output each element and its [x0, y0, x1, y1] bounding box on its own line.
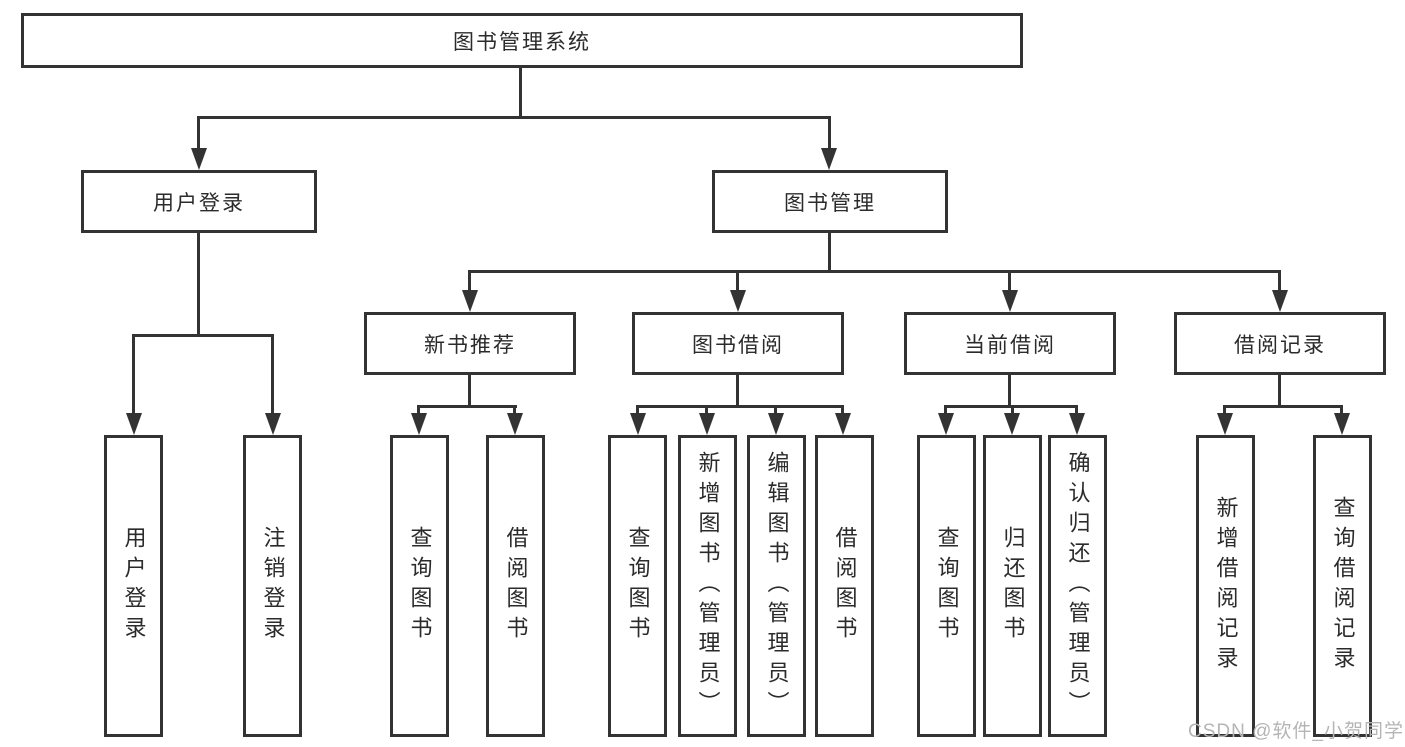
connector-line	[705, 405, 708, 417]
arrow-down-icon	[1069, 413, 1085, 435]
leaf-records-query: 查询借阅记录	[1313, 435, 1372, 737]
arrow-down-icon	[630, 413, 646, 435]
connector-line	[828, 233, 831, 273]
node-book-borrow: 图书借阅	[632, 312, 844, 375]
node-label: 借阅记录	[1234, 333, 1326, 357]
leaf-borrow-add-admin: 新增图书（管理员）	[678, 435, 737, 737]
connector-line	[1011, 405, 1014, 417]
arrow-down-icon	[191, 148, 207, 170]
watermark: CSDN @软件_小贺同学	[1188, 721, 1404, 742]
connector-line	[1278, 375, 1281, 408]
connector-line	[417, 405, 517, 408]
leaf-label: 借阅图书	[503, 526, 529, 646]
leaf-records-add: 新增借阅记录	[1196, 435, 1255, 737]
connector-line	[271, 334, 274, 414]
arrow-down-icon	[1334, 413, 1350, 435]
arrow-down-icon	[126, 413, 142, 435]
leaf-label: 查询图书	[934, 526, 960, 646]
connector-line	[197, 233, 200, 336]
leaf-label: 新增借阅记录	[1213, 496, 1239, 676]
connector-line	[1075, 405, 1078, 417]
arrow-down-icon	[507, 413, 523, 435]
connector-line	[828, 116, 831, 150]
connector-line	[132, 334, 274, 337]
connector-line	[736, 375, 739, 408]
connector-line	[468, 270, 471, 292]
leaf-label: 确认归还（管理员）	[1065, 451, 1091, 721]
connector-line	[1223, 405, 1226, 417]
node-label: 新书推荐	[424, 333, 516, 357]
leaf-borrow-borrow: 借阅图书	[815, 435, 874, 737]
connector-line	[1008, 270, 1011, 292]
arrow-down-icon	[1004, 413, 1020, 435]
arrow-down-icon	[730, 290, 746, 312]
connector-line	[197, 116, 831, 119]
node-borrow-records: 借阅记录	[1174, 312, 1386, 375]
leaf-logout: 注销登录	[243, 435, 302, 737]
node-label: 当前借阅	[964, 333, 1056, 357]
node-label: 图书借阅	[692, 333, 784, 357]
node-book-management: 图书管理	[712, 170, 948, 233]
leaf-label: 借阅图书	[832, 526, 858, 646]
node-label: 图书管理	[784, 191, 876, 215]
connector-line	[468, 375, 471, 408]
leaf-label: 新增图书（管理员）	[695, 451, 721, 721]
connector-line	[513, 405, 516, 417]
connector-line	[417, 405, 420, 417]
connector-line	[468, 270, 1281, 273]
arrow-down-icon	[1002, 290, 1018, 312]
arrow-down-icon	[821, 148, 837, 170]
arrow-down-icon	[1217, 413, 1233, 435]
connector-line	[1278, 270, 1281, 292]
connector-line	[1223, 405, 1343, 408]
arrow-down-icon	[462, 290, 478, 312]
connector-line	[132, 334, 135, 414]
arrow-down-icon	[1272, 290, 1288, 312]
arrow-down-icon	[265, 413, 281, 435]
connector-line	[519, 68, 522, 118]
leaf-label: 用户登录	[121, 526, 147, 646]
leaf-current-confirm-admin: 确认归还（管理员）	[1048, 435, 1107, 737]
leaf-current-query: 查询图书	[917, 435, 976, 737]
connector-line	[1340, 405, 1343, 417]
arrow-down-icon	[768, 413, 784, 435]
leaf-borrow-query: 查询图书	[608, 435, 667, 737]
arrow-down-icon	[835, 413, 851, 435]
connector-line	[636, 405, 844, 408]
leaf-label: 查询图书	[625, 526, 651, 646]
leaf-label: 注销登录	[260, 526, 286, 646]
leaf-label: 查询图书	[407, 526, 433, 646]
node-new-book-recommend: 新书推荐	[364, 312, 576, 375]
node-label: 用户登录	[153, 191, 245, 215]
leaf-borrow-edit-admin: 编辑图书（管理员）	[747, 435, 806, 737]
leaf-label: 编辑图书（管理员）	[764, 451, 790, 721]
arrow-down-icon	[699, 413, 715, 435]
leaf-newbooks-query: 查询图书	[390, 435, 449, 737]
connector-line	[841, 405, 844, 417]
node-label: 图书管理系统	[453, 30, 591, 54]
node-user-login: 用户登录	[81, 170, 317, 233]
node-current-borrow: 当前借阅	[904, 312, 1116, 375]
connector-line	[736, 270, 739, 292]
connector-line	[1008, 375, 1011, 408]
leaf-user-login: 用户登录	[104, 435, 163, 737]
leaf-current-return: 归还图书	[983, 435, 1042, 737]
node-library-system: 图书管理系统	[21, 13, 1023, 68]
connector-line	[774, 405, 777, 417]
arrow-down-icon	[411, 413, 427, 435]
connector-line	[636, 405, 639, 417]
leaf-newbooks-borrow: 借阅图书	[486, 435, 545, 737]
connector-line	[944, 405, 947, 417]
arrow-down-icon	[938, 413, 954, 435]
leaf-label: 查询借阅记录	[1330, 496, 1356, 676]
leaf-label: 归还图书	[1000, 526, 1026, 646]
connector-line	[197, 116, 200, 150]
